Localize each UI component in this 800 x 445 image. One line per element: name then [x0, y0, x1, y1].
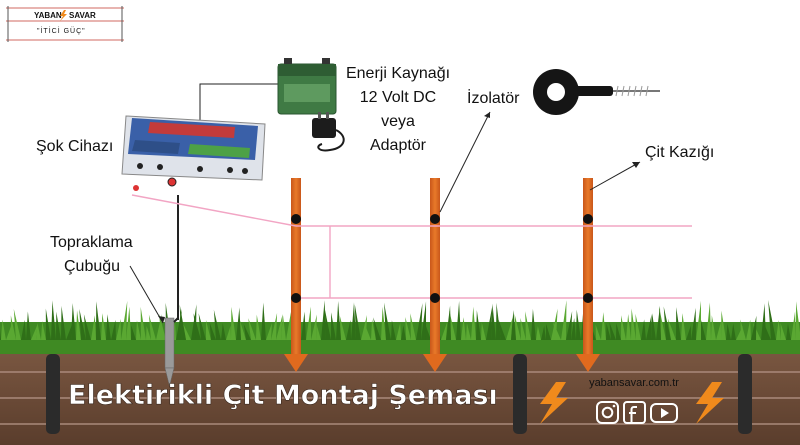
energy-source-label-4: Adaptör: [370, 137, 427, 154]
soil-lines: [0, 371, 800, 425]
energy-source-label-1: Enerji Kaynağı: [346, 65, 450, 82]
energy-source-label-2: 12 Volt DC: [360, 89, 436, 106]
youtube-icon[interactable]: [650, 403, 678, 423]
banner-posts: [46, 354, 752, 434]
insulator-product-icon: [533, 69, 660, 115]
energy-source-label-3: veya: [381, 113, 415, 130]
brand-name-left: YABAN: [34, 11, 62, 20]
fence-post-3: [576, 178, 600, 372]
insulators: [291, 214, 593, 303]
fence-wires: [131, 194, 692, 299]
shock-device: [121, 115, 266, 191]
banner-title: Elektirikli Çit Montaj Şeması: [68, 380, 498, 411]
brand-logo: YABAN SAVAR "İTİCİ GÜÇ": [6, 6, 124, 42]
ground-rod-label-2: Çubuğu: [64, 258, 120, 275]
pointer-arrowheads: [158, 112, 640, 323]
insulator-label: İzolatör: [467, 88, 520, 107]
grass-strip: [0, 300, 800, 354]
shock-device-label: Şok Cihazı: [36, 138, 113, 155]
website-label: yabansavar.com.tr: [589, 377, 679, 389]
lightning-right-icon: [696, 382, 724, 424]
ground-rod-label-1: Topraklama: [50, 234, 133, 251]
fence-post-2: [423, 178, 447, 372]
instagram-icon[interactable]: [596, 401, 619, 424]
ground-rod: [164, 195, 179, 387]
fence-post-label: Çit Kazığı: [645, 144, 714, 161]
brand-name-right: SAVAR: [69, 11, 96, 20]
adapter-icon: [312, 112, 345, 152]
battery-icon: [277, 58, 337, 115]
brand-tagline: "İTİCİ GÜÇ": [37, 26, 86, 35]
brand-bolt-icon: [60, 10, 67, 21]
fence-post-1: [284, 178, 308, 372]
facebook-icon[interactable]: [623, 401, 646, 424]
lightning-left-icon: [540, 382, 568, 424]
